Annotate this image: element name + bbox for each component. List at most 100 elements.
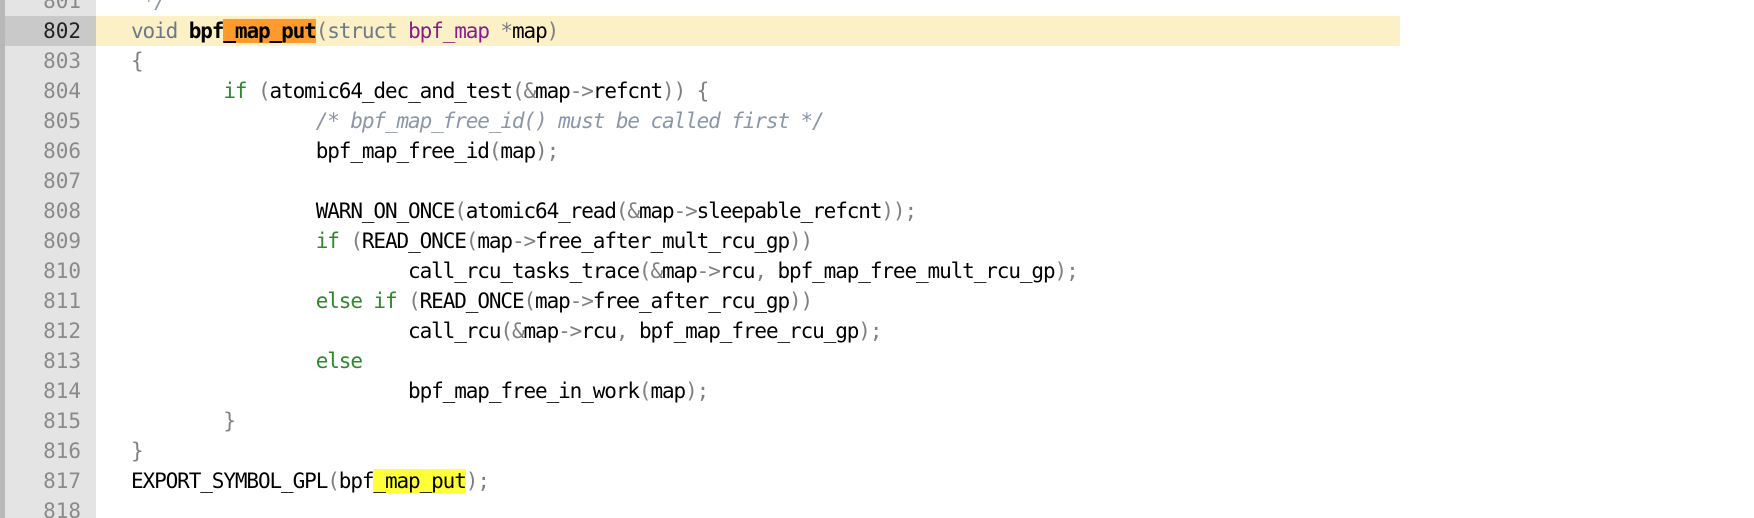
indent [131,199,316,223]
code-line-current[interactable]: 802 void bpf_map_put(struct bpf_map *map… [0,16,1754,46]
punctuation-token: , [754,259,778,283]
punctuation-token: ( [488,139,502,163]
indent [131,379,408,403]
code-line[interactable]: 815 } [0,406,1754,436]
line-content[interactable]: */ [131,0,167,16]
punctuation-token: )) [789,229,813,253]
line-number: 815 [43,409,81,433]
punctuation-token: { [131,49,144,73]
line-content[interactable]: /* bpf_map_free_id() must be called firs… [131,106,825,136]
line-number: 802 [43,19,81,43]
type-token: void [131,19,189,43]
line-content[interactable]: if (READ_ONCE(map->free_after_mult_rcu_g… [131,226,814,256]
line-number: 808 [43,199,81,223]
code-line[interactable]: 803 { [0,46,1754,76]
macro-call-token: READ_ONCE [361,229,467,253]
indent [131,319,408,343]
code-line[interactable]: 817 EXPORT_SYMBOL_GPL(bpf_map_put); [0,466,1754,496]
line-content[interactable]: call_rcu_tasks_trace(&map->rcu, bpf_map_… [131,256,1079,286]
punctuation-token: ( [454,199,467,223]
code-line[interactable]: 814 bpf_map_free_in_work(map); [0,376,1754,406]
indent [131,229,316,253]
punctuation-token: , [615,319,639,343]
code-line[interactable]: 812 call_rcu(&map->rcu, bpf_map_free_rcu… [0,316,1754,346]
comment-token: /* bpf_map_free_id() must be called firs… [315,109,825,133]
keyword-token: else if [315,289,409,313]
punctuation-token: ); [1054,259,1079,283]
function-call-token: bpf_map_free_in_work [408,379,640,403]
punctuation-token: ( [523,289,537,313]
line-content[interactable]: } [131,436,144,466]
punctuation-token: ); [858,319,882,343]
search-match: _map_put [373,469,467,493]
line-number: 803 [43,49,81,73]
code-line[interactable]: 813 else [0,346,1754,376]
line-number: 811 [43,289,81,313]
identifier-token: map [535,289,571,313]
line-content[interactable]: if (atomic64_dec_and_test(&map->refcnt))… [131,76,709,106]
identifier-token: bpf [338,469,375,493]
identifier-token: map [511,19,548,43]
function-call-token: atomic64_dec_and_test [269,79,514,103]
code-line[interactable]: 818 [0,496,1754,518]
line-content[interactable]: EXPORT_SYMBOL_GPL(bpf_map_put); [131,466,490,496]
code-line[interactable]: 810 call_rcu_tasks_trace(&map->rcu, bpf_… [0,256,1754,286]
line-content[interactable]: WARN_ON_ONCE(atomic64_read(&map->sleepab… [131,196,917,226]
keyword-token: struct [327,19,409,43]
line-number: 814 [43,379,81,403]
code-line[interactable]: 808 WARN_ON_ONCE(atomic64_read(&map->sle… [0,196,1754,226]
code-line[interactable]: 805 /* bpf_map_free_id() must be called … [0,106,1754,136]
line-number: 816 [43,439,81,463]
function-call-token: call_rcu_tasks_trace [408,259,640,283]
field-token: free_after_mult_rcu_gp [535,229,790,253]
field-token: sleepable_refcnt [696,199,883,223]
line-content[interactable]: else [131,346,363,376]
code-line[interactable]: 811 else if (READ_ONCE(map->free_after_r… [0,286,1754,316]
punctuation-token: ( [258,79,271,103]
code-line[interactable]: 801 */ [0,0,1754,16]
search-match-current: _map_put [223,19,317,43]
editor-left-edge [0,0,5,518]
code-line[interactable]: 806 bpf_map_free_id(map); [0,136,1754,166]
line-content[interactable]: bpf_map_free_in_work(map); [131,376,709,406]
line-number: 812 [43,319,81,343]
identifier-token: bpf_map_free_mult_rcu_gp [777,259,1055,283]
line-content[interactable]: bpf_map_free_id(map); [131,136,560,166]
punctuation-token: (& [615,199,640,223]
gutter-current-line [5,16,96,46]
line-content[interactable]: } [131,406,236,436]
punctuation-token: ( [327,469,340,493]
indent [131,79,223,103]
line-content[interactable]: call_rcu(&map->rcu, bpf_map_free_rcu_gp)… [131,316,882,346]
code-line[interactable]: 804 if (atomic64_dec_and_test(&map->refc… [0,76,1754,106]
indent [131,109,316,133]
punctuation-token: (& [500,319,524,343]
indent [131,259,408,283]
function-call-token: bpf_map_free_id [315,139,490,163]
line-content[interactable]: else if (READ_ONCE(map->free_after_rcu_g… [131,286,814,316]
code-line[interactable]: 809 if (READ_ONCE(map->free_after_mult_r… [0,226,1754,256]
function-call-token: atomic64_read [465,199,617,223]
identifier-token: map [535,79,571,103]
line-number-gutter[interactable] [5,0,96,518]
line-number: 813 [43,349,81,373]
indent [131,289,316,313]
code-line[interactable]: 807 [0,166,1754,196]
identifier-token: map [638,199,675,223]
operator-token: -> [673,199,698,223]
punctuation-token: (& [511,79,536,103]
code-line[interactable]: 816 } [0,436,1754,466]
punctuation-token: ( [465,229,479,253]
punctuation-token: ); [465,469,490,493]
field-token: refcnt [592,79,663,103]
line-number: 809 [43,229,81,253]
line-content[interactable]: void bpf_map_put(struct bpf_map *map) [131,16,559,46]
identifier-token: map [500,139,536,163]
line-content[interactable]: { [131,46,144,76]
function-call-token: call_rcu [408,319,501,343]
punctuation-token: ); [685,379,709,403]
punctuation-token: } [131,439,144,463]
line-number: 807 [43,169,81,193]
